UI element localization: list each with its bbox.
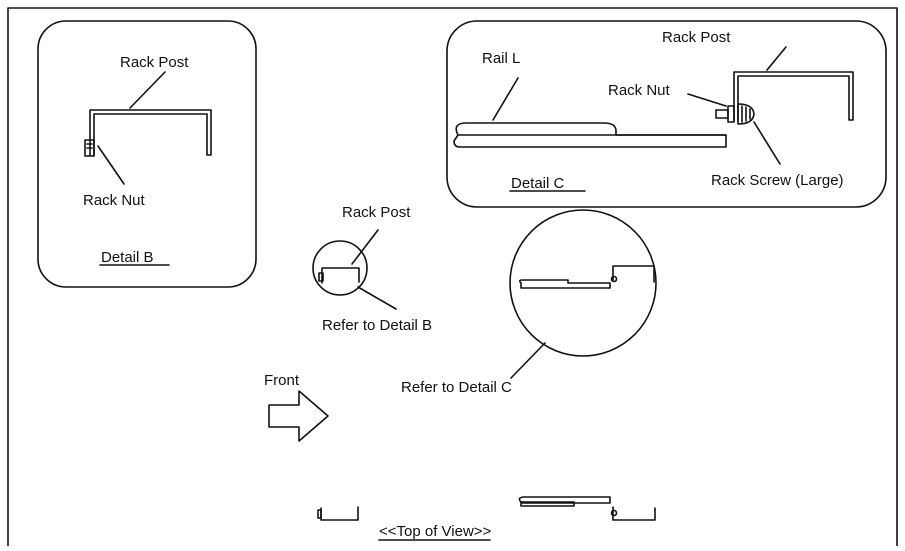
top-view-left-nut: [317, 509, 322, 519]
detail-c-rack-nut-leader: [687, 93, 727, 107]
front-arrow: [268, 390, 329, 442]
magnifier-b-rack-post: [321, 267, 360, 284]
detail-c-rail-l-leader: [492, 77, 519, 121]
detail-c-rack-post-leader: [766, 46, 787, 71]
magnifier-circle-b: [312, 240, 368, 296]
detail-c-rack-post-shape: [733, 71, 854, 121]
front-label: Front: [264, 372, 300, 389]
detail-c-panel: [446, 20, 887, 208]
magnifier-c-refer-leader: [510, 342, 546, 379]
detail-c-rack-screw-label: Rack Screw (Large): [711, 172, 844, 189]
top-view-caption: <<Top of View>>: [379, 523, 492, 540]
page-border: [7, 7, 898, 547]
detail-c-rack-nut-shape: [727, 105, 735, 123]
detail-c-rack-nut-label: Rack Nut: [608, 82, 671, 99]
detail-b-rack-nut-detail: [86, 143, 93, 149]
detail-b-rack-post-shape: [89, 109, 212, 156]
magnifier-b-rack-nut: [318, 272, 324, 282]
top-view-rail: [518, 496, 611, 507]
detail-c-rack-post-label: Rack Post: [662, 29, 731, 46]
detail-c-rack-screw-leader: [753, 121, 781, 165]
top-view-left-post: [320, 506, 359, 521]
detail-b-caption: Detail B: [101, 249, 154, 266]
detail-b-panel: [37, 20, 257, 288]
magnifier-circle-c: [509, 209, 657, 357]
top-view-right-post: [612, 506, 656, 521]
magnifier-b-refer-leader: [357, 286, 397, 310]
detail-b-rack-post-label: Rack Post: [120, 54, 189, 71]
detail-b-rack-nut-shape: [84, 139, 95, 157]
magnifier-b-rack-post-leader: [351, 229, 379, 265]
detail-b-rack-nut-label: Rack Nut: [83, 192, 146, 209]
detail-c-rack-screw-shape: [737, 103, 755, 125]
magnifier-c-screw: [610, 275, 618, 283]
detail-c-screw-shaft: [715, 109, 729, 119]
overview-rack-post-label: Rack Post: [342, 204, 411, 221]
detail-c-rack-screw-ridges: [741, 105, 751, 123]
detail-c-caption: Detail C: [511, 175, 565, 192]
refer-detail-c-label: Refer to Detail C: [401, 379, 512, 396]
detail-c-rail-l-label: Rail L: [482, 50, 520, 67]
top-view-screw: [610, 509, 618, 517]
magnifier-c-rack-post: [612, 265, 655, 283]
refer-detail-b-label: Refer to Detail B: [322, 317, 432, 334]
detail-b-rack-post-leader: [129, 71, 166, 109]
detail-b-rack-nut-leader: [97, 145, 125, 185]
magnifier-c-rail: [518, 279, 611, 289]
detail-c-rail-l-shape: [453, 122, 727, 148]
